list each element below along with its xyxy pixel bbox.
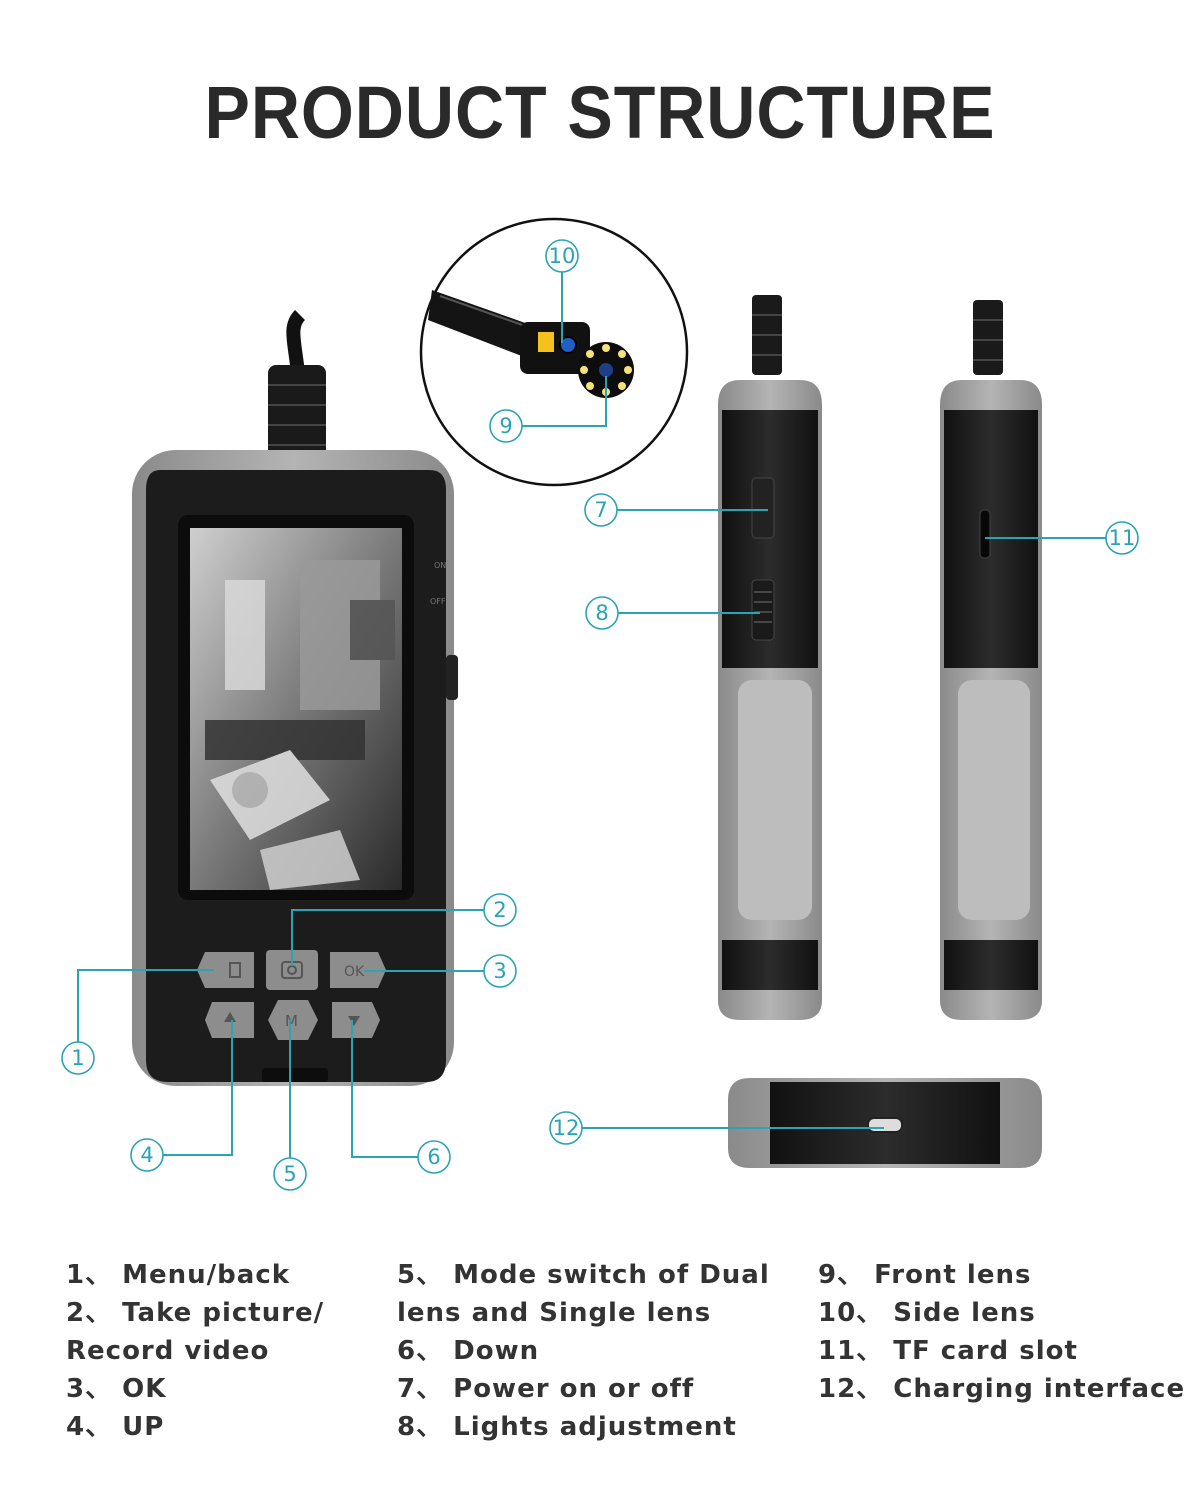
svg-text:4: 4 <box>140 1143 153 1167</box>
front-led-ring <box>580 344 632 396</box>
lights-wheel[interactable] <box>751 579 775 641</box>
legend-item: lens and Single lens <box>397 1298 712 1328</box>
legend-item: 4、 UP <box>66 1412 165 1442</box>
callout-7: 7 <box>584 493 618 527</box>
button-mode[interactable]: M <box>268 1000 318 1040</box>
callout-12: 12 <box>549 1111 583 1145</box>
front-lens <box>599 363 613 377</box>
mode-button-label: M <box>285 1012 298 1030</box>
probe-head <box>520 322 590 374</box>
legend-item: 6、 Down <box>397 1336 540 1366</box>
off-label: OFF <box>430 597 446 606</box>
side-a-grip <box>738 680 812 920</box>
callout-1: 1 <box>61 1041 95 1075</box>
legend-item: Record video <box>66 1336 270 1366</box>
button-ok[interactable]: OK <box>330 952 386 988</box>
legend-item: 11、 TF card slot <box>818 1336 1078 1366</box>
callout-6: 6 <box>417 1140 451 1174</box>
device-bottom <box>728 1078 1042 1168</box>
side-b-grip <box>958 680 1030 920</box>
legend-item: 10、 Side lens <box>818 1298 1036 1328</box>
lens-zoom-view <box>419 217 689 487</box>
side-a-body-bottom <box>722 940 818 990</box>
device-front: ON OFF OK M <box>132 310 458 1086</box>
callout-4: 4 <box>130 1138 164 1172</box>
legend-item: 7、 Power on or off <box>397 1374 695 1404</box>
svg-text:9: 9 <box>499 414 512 438</box>
page-title: PRODUCT STRUCTURE <box>204 71 996 154</box>
legend-column-1: 1、 Menu/back 2、 Take picture/ Record vid… <box>66 1256 324 1446</box>
svg-text:6: 6 <box>427 1145 440 1169</box>
svg-text:8: 8 <box>595 601 608 625</box>
bottom-port <box>262 1068 328 1082</box>
callout-3: 3 <box>483 954 517 988</box>
callout-11: 11 <box>1105 521 1139 555</box>
charging-port[interactable] <box>867 1117 903 1133</box>
svg-text:11: 11 <box>1109 526 1136 550</box>
device-side-b <box>940 300 1042 1020</box>
side-lens <box>559 336 577 354</box>
menu-icon <box>229 962 241 978</box>
legend-item: 1、 Menu/back <box>66 1260 291 1290</box>
cable-strain-relief <box>268 365 326 465</box>
screen-engine-image <box>205 560 395 890</box>
side-wheel[interactable] <box>446 655 458 700</box>
legend-item: 12、 Charging interface <box>818 1374 1186 1404</box>
side-b-body-bottom <box>944 940 1038 990</box>
button-down[interactable] <box>332 1002 380 1038</box>
power-switch[interactable] <box>751 477 775 539</box>
legend-item: 5、 Mode switch of Dual <box>397 1260 770 1290</box>
svg-text:2: 2 <box>493 898 506 922</box>
probe-tube <box>428 290 545 365</box>
button-up[interactable] <box>205 1002 254 1038</box>
legend-column-3: 9、 Front lens 10、 Side lens 11、 TF card … <box>818 1256 1185 1408</box>
tf-card-slot[interactable] <box>979 509 991 559</box>
callout-9: 9 <box>489 409 523 443</box>
svg-text:3: 3 <box>493 959 506 983</box>
callout-8: 8 <box>585 596 619 630</box>
device-side-a <box>718 295 822 1020</box>
on-label: ON <box>434 561 446 570</box>
callout-5: 5 <box>273 1157 307 1191</box>
svg-text:5: 5 <box>283 1162 296 1186</box>
legend-column-2: 5、 Mode switch of Dual lens and Single l… <box>397 1256 770 1446</box>
legend-item: 8、 Lights adjustment <box>397 1412 737 1442</box>
legend-item: 9、 Front lens <box>818 1260 1032 1290</box>
ok-button-label: OK <box>344 964 365 980</box>
svg-text:1: 1 <box>71 1046 84 1070</box>
callout-lines <box>77 272 1106 1158</box>
legend-item: 3、 OK <box>66 1374 167 1404</box>
legend-item: 2、 Take picture/ <box>66 1298 325 1328</box>
svg-text:12: 12 <box>553 1116 580 1140</box>
button-menu-back[interactable] <box>197 952 254 988</box>
callout-10: 10 <box>545 239 579 273</box>
svg-text:10: 10 <box>549 244 576 268</box>
svg-text:7: 7 <box>594 498 607 522</box>
side-led <box>538 332 554 352</box>
callout-markers: 1 2 3 4 5 6 7 8 9 10 11 12 <box>61 239 1139 1191</box>
arrow-up-icon <box>224 1012 236 1022</box>
callout-2: 2 <box>483 893 517 927</box>
side-b-cable <box>973 300 1003 375</box>
arrow-down-icon <box>348 1016 360 1026</box>
